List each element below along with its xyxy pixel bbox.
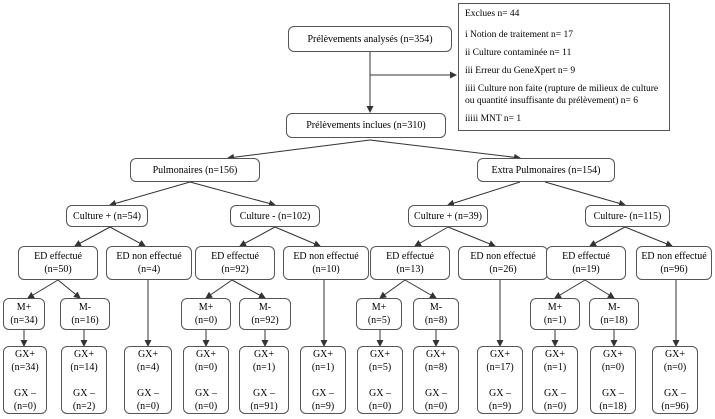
flow-arrow — [227, 139, 371, 161]
extra-culture-pos-box: Culture + (n=39) — [408, 205, 488, 227]
flow-arrow — [205, 279, 233, 299]
extra-pulmonaires-box: Extra Pulmonaires (n=154) — [477, 158, 615, 182]
pulm-neg-ed-not-box: ED non effectué (n=10) — [283, 246, 369, 280]
flow-arrow — [57, 279, 81, 299]
extra-pos-ed-done-box: ED effectué (n=13) — [370, 246, 450, 280]
included-box: Prélèvements inclues (n=310) — [286, 113, 446, 138]
flow-arrow — [447, 181, 521, 207]
exclusion-reason: ii Culture contaminée n= 11 — [465, 48, 572, 58]
pulmonaires-box: Pulmonaires (n=156) — [130, 158, 260, 182]
flow-arrow — [109, 226, 146, 247]
root-box: Prélèvements analysés (n=354) — [288, 26, 452, 52]
gx-result-box: GX+ (n=5) GX – (n=0) — [357, 346, 403, 414]
gx-result-box: GX+ (n=17) GX – (n=9) — [477, 346, 523, 414]
flow-arrow — [189, 181, 276, 207]
pulm-pos-m-neg-box: M- (n=16) — [60, 298, 110, 330]
flow-arrow — [27, 279, 59, 299]
exclusion-reason: i Notion de traitement n= 17 — [465, 30, 573, 40]
exclusion-reason: iiii Culture non faite (rupture de milie… — [465, 84, 659, 106]
exclusion-reason: iii Erreur du GeneXpert n= 9 — [465, 66, 576, 76]
flow-arrow — [379, 279, 406, 299]
pulm-neg-m-neg-box: M- (n=92) — [239, 298, 291, 330]
extra-pos-m-neg-box: M- (n=8) — [413, 298, 459, 330]
extra-pos-ed-not-box: ED non effectué (n=26) — [458, 246, 548, 280]
extra-neg-ed-done-box: ED effectué (n=19) — [546, 246, 626, 280]
gx-result-box: GX+ (n=0) GX – (n=18) — [590, 346, 636, 414]
pulm-culture-neg-box: Culture - (n=102) — [230, 205, 320, 227]
flow-arrow — [447, 226, 496, 247]
flow-arrow — [554, 279, 586, 299]
extra-neg-m-neg-box: M- (n=18) — [589, 298, 639, 330]
extra-neg-m-pos-box: M+ (n=1) — [530, 298, 580, 330]
gx-result-box: GX+ (n=0) GX – (n=0) — [183, 346, 229, 414]
flow-arrow — [584, 279, 615, 299]
flow-arrow — [231, 279, 266, 299]
exclusion-reason: iiiii MNT n= 1 — [465, 114, 522, 124]
gx-result-box: GX+ (n=14) GX – (n=2) — [61, 346, 107, 414]
gx-result-box: GX+ (n=1) GX – (n=9) — [300, 346, 346, 414]
pulm-pos-m-pos-box: M+ (n=34) — [3, 298, 45, 330]
pulm-neg-m-pos-box: M+ (n=0) — [181, 298, 231, 330]
flow-arrow — [369, 139, 521, 161]
flow-arrow — [589, 226, 626, 247]
gx-result-box: GX+ (n=8) GX – (n=0) — [413, 346, 459, 414]
pulm-culture-pos-box: Culture + (n=54) — [66, 205, 148, 227]
flow-arrow — [544, 181, 626, 207]
flow-arrow — [274, 226, 321, 247]
gx-result-box: GX+ (n=1) GX – (n=0) — [532, 346, 578, 414]
flow-arrow — [414, 226, 449, 247]
gx-result-box: GX+ (n=1) GX – (n=91) — [239, 346, 289, 414]
gx-result-box: GX+ (n=0) GX – (n=96) — [652, 346, 698, 414]
exclusions-box: Exclues n= 44 i Notion de traitement n= … — [458, 3, 670, 131]
exclusions-total: Exclues n= 44 — [465, 9, 520, 19]
gx-result-box: GX+ (n=34) GX – (n=0) — [3, 346, 47, 414]
pulm-pos-ed-done-box: ED effectué (n=50) — [18, 246, 98, 280]
flow-arrow — [239, 226, 276, 247]
extra-culture-neg-box: Culture- (n=115) — [585, 205, 670, 227]
pulm-pos-ed-not-box: ED non effectué (n=4) — [106, 246, 192, 280]
flow-arrow — [624, 226, 673, 247]
pulm-neg-ed-done-box: ED effectué (n=92) — [195, 246, 275, 280]
gx-result-box: GX+ (n=4) GX – (n=0) — [124, 346, 172, 414]
flow-arrow — [109, 181, 191, 207]
extra-pos-m-pos-box: M+ (n=5) — [356, 298, 402, 330]
flow-arrow — [404, 279, 437, 299]
flow-arrow — [74, 226, 111, 247]
extra-neg-ed-not-box: ED non effectué (n=96) — [636, 246, 712, 280]
